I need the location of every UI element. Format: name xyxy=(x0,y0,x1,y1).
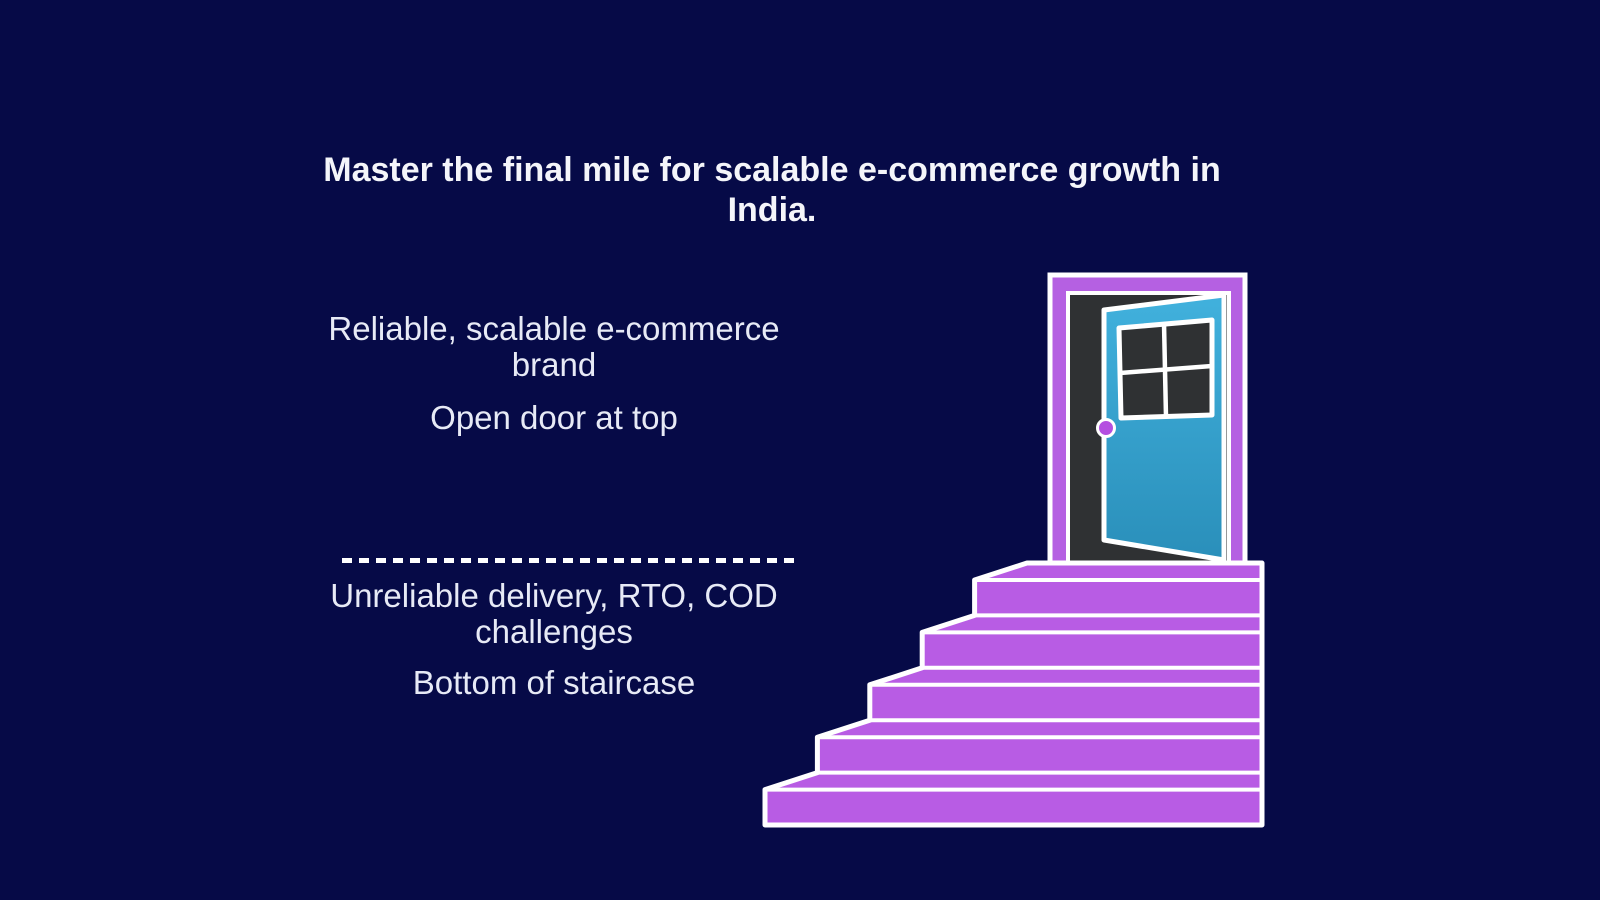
door-knob xyxy=(1096,418,1116,438)
page-title: Master the final mile for scalable e-com… xyxy=(312,150,1232,230)
top-stage-label: Reliable, scalable e-commerce brand xyxy=(304,311,804,383)
staircase-step-edges xyxy=(765,578,1262,792)
top-stage-label-line: brand xyxy=(511,346,597,383)
staircase-body xyxy=(762,560,1265,828)
bottom-stage-label-line: Unreliable delivery, RTO, COD xyxy=(330,577,778,614)
open-door-icon xyxy=(1047,272,1248,568)
title-line: Master the final mile for scalable e-com… xyxy=(323,151,1182,189)
staircase-to-door-illustration xyxy=(762,272,1265,828)
bottom-stage-label-line: challenges xyxy=(475,613,633,650)
title-line: in India. xyxy=(727,151,1221,229)
bottom-stage-label: Unreliable delivery, RTO, COD challenges xyxy=(304,578,804,650)
dashed-divider-line xyxy=(342,558,800,563)
top-stage-position-label: Open door at top xyxy=(430,399,678,436)
bottom-stage-position-label: Bottom of staircase xyxy=(412,664,696,701)
window-mullion-horizontal xyxy=(1119,363,1213,376)
staircase-icon xyxy=(762,560,1265,828)
top-stage-label-line: Reliable, scalable e-commerce xyxy=(328,310,780,347)
